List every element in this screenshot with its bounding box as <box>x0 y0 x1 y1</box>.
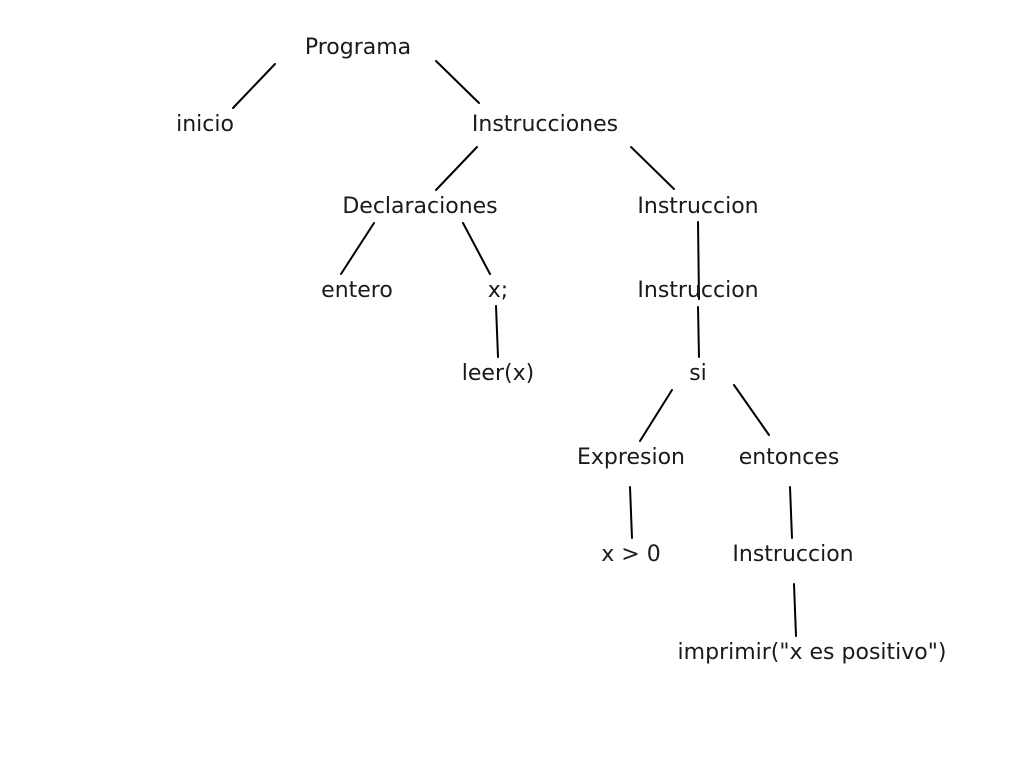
edge-instrucciones-declaraciones <box>435 146 478 191</box>
node-instruccion: Instruccion <box>637 194 759 219</box>
edge-si-expresion <box>639 389 673 442</box>
node-instrucciones: Instrucciones <box>471 112 619 137</box>
edge-programa-instrucciones <box>435 60 480 104</box>
node-si: si <box>689 361 707 386</box>
edge-instruccion-instruccion <box>697 221 700 300</box>
edge-x-leer <box>495 305 499 358</box>
node-programa: Programa <box>304 35 412 60</box>
node-imprimir: imprimir("x es positivo") <box>677 640 947 665</box>
node-x-semicolon: x; <box>487 278 509 303</box>
node-inicio: inicio <box>176 112 234 137</box>
node-declaraciones: Declaraciones <box>342 194 498 219</box>
node-condition: x > 0 <box>601 542 661 567</box>
node-leer: leer(x) <box>461 361 535 386</box>
node-entero: entero <box>321 278 393 303</box>
edge-programa-inicio <box>232 63 276 109</box>
node-expresion: Expresion <box>577 445 685 470</box>
edge-instruccion-si <box>697 306 700 358</box>
edge-si-entonces <box>733 384 770 436</box>
node-entonces: entonces <box>738 445 840 470</box>
edge-instruccion-imprimir <box>793 583 797 637</box>
edge-declaraciones-entero <box>340 222 375 275</box>
node-instruccion: Instruccion <box>732 542 854 567</box>
edge-declaraciones-x <box>462 222 491 275</box>
edge-expresion-cond <box>629 486 633 539</box>
edge-entonces-instruccion <box>789 486 793 539</box>
node-instruccion: Instruccion <box>637 278 759 303</box>
edge-instrucciones-instruccion <box>630 146 675 190</box>
